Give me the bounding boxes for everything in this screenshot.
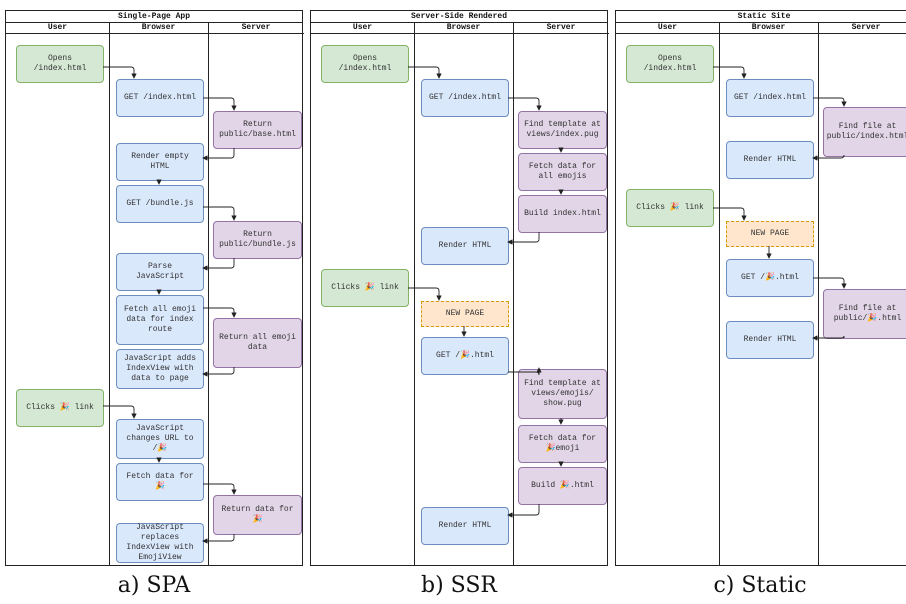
caption-spa: a) SPA xyxy=(117,573,191,598)
lane-divider xyxy=(513,22,514,565)
node-render-html: Render HTML xyxy=(726,141,814,179)
node-clicks-link: Clicks 🎉 link xyxy=(626,189,714,227)
node-opens-index: Opens /index.html xyxy=(16,45,104,83)
lane-header-browser: Browser xyxy=(414,22,513,34)
node-clicks-link: Clicks 🎉 link xyxy=(321,269,409,307)
node-get-index: GET /index.html xyxy=(726,79,814,117)
node-return-bundle: Return public/bundle.js xyxy=(213,221,302,259)
panel-title: Static Site xyxy=(616,11,906,23)
caption-static: c) Static xyxy=(713,573,807,598)
node-js-changes-url: JavaScript changes URL to /🎉 xyxy=(116,419,204,459)
node-render-html-2: Render HTML xyxy=(726,321,814,359)
node-get-index: GET /index.html xyxy=(421,79,509,117)
lane-header-browser: Browser xyxy=(109,22,208,34)
node-return-all-emoji: Return all emoji data xyxy=(213,318,302,368)
node-return-base: Return public/base.html xyxy=(213,111,302,149)
node-build-emoji-html: Build 🎉.html xyxy=(518,467,607,505)
lane-header-server: Server xyxy=(513,22,609,34)
caption-ssr: b) SSR xyxy=(421,573,497,598)
lane-header-server: Server xyxy=(818,22,906,34)
node-fetch-data: Fetch data for 🎉 xyxy=(116,463,204,501)
node-opens-index: Opens /index.html xyxy=(321,45,409,83)
node-fetch-all-emoji: Fetch all emoji data for index route xyxy=(116,295,204,345)
panel-title: Server-Side Rendered xyxy=(311,11,607,23)
node-get-index: GET /index.html xyxy=(116,79,204,117)
node-get-emoji-html: GET /🎉.html xyxy=(421,337,509,375)
node-render-html-2: Render HTML xyxy=(421,507,509,545)
node-render-empty: Render empty HTML xyxy=(116,143,204,181)
node-new-page: NEW PAGE xyxy=(726,221,814,247)
node-find-file-index: Find file at public/index.html xyxy=(823,107,906,157)
panel-static: Static Site User Browser Server Opens /i… xyxy=(615,10,906,566)
lane-divider xyxy=(719,22,720,565)
lane-header-server: Server xyxy=(208,22,304,34)
node-return-data: Return data for 🎉 xyxy=(213,495,302,535)
node-new-page: NEW PAGE xyxy=(421,301,509,327)
node-js-replaces-indexview: JavaScript replaces IndexView with Emoji… xyxy=(116,523,204,563)
panel-ssr: Server-Side Rendered User Browser Server… xyxy=(310,10,609,566)
node-fetch-all-emojis: Fetch data for all emojis xyxy=(518,153,607,191)
node-find-file-emoji: Find file at public/🎉.html xyxy=(823,289,906,339)
lane-divider xyxy=(414,22,415,565)
node-fetch-emoji: Fetch data for 🎉emoji xyxy=(518,425,607,463)
node-find-template-show: Find template at views/emojis/ show.pug xyxy=(518,369,607,419)
lane-header-user: User xyxy=(6,22,109,34)
node-find-template-index: Find template at views/index.pug xyxy=(518,111,607,149)
lane-divider xyxy=(818,22,819,565)
node-get-emoji-html: GET /🎉.html xyxy=(726,259,814,297)
node-render-html: Render HTML xyxy=(421,227,509,265)
node-js-adds-indexview: JavaScript adds IndexView with data to p… xyxy=(116,349,204,389)
lane-header-user: User xyxy=(616,22,719,34)
lane-divider xyxy=(208,22,209,565)
lane-header-browser: Browser xyxy=(719,22,818,34)
node-build-index: Build index.html xyxy=(518,195,607,233)
node-parse-js: Parse JavaScript xyxy=(116,253,204,291)
lane-header-user: User xyxy=(311,22,414,34)
panel-title: Single-Page App xyxy=(6,11,302,23)
lane-divider xyxy=(109,22,110,565)
panel-spa: Single-Page App User Browser Server Open… xyxy=(5,10,304,566)
node-opens-index: Opens /index.html xyxy=(626,45,714,83)
node-clicks-link: Clicks 🎉 link xyxy=(16,389,104,427)
node-get-bundle: GET /bundle.js xyxy=(116,185,204,223)
